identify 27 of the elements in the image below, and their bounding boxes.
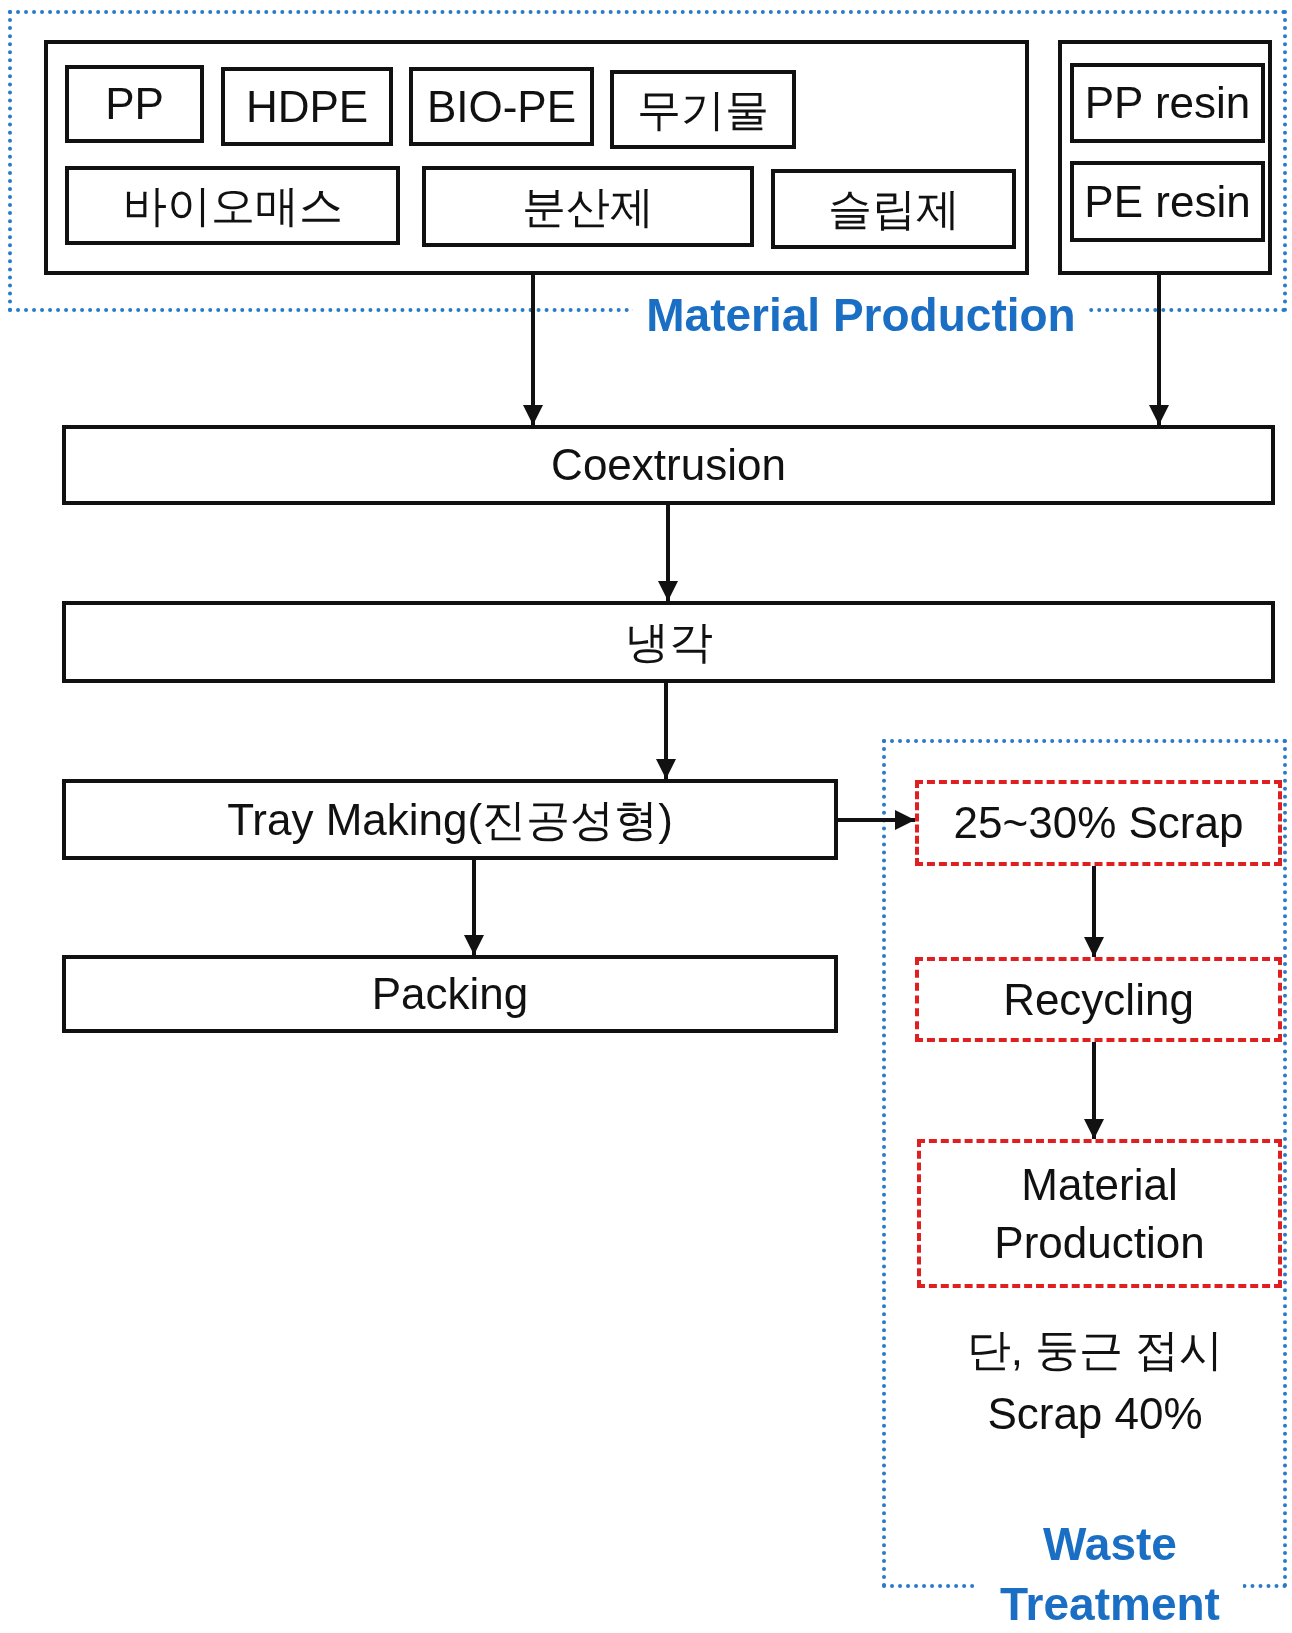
process-box: Packing xyxy=(62,955,838,1033)
process-box: 슬립제 xyxy=(771,169,1016,249)
process-box: HDPE xyxy=(221,67,393,146)
scrap-process-box: Recycling xyxy=(915,957,1282,1042)
process-box: Coextrusion xyxy=(62,425,1275,505)
process-box: PP xyxy=(65,65,204,143)
scrap-process-box: 25~30% Scrap xyxy=(915,780,1282,866)
process-box: PP resin xyxy=(1070,63,1265,143)
arrow xyxy=(523,275,543,425)
container-box xyxy=(44,40,1029,275)
arrow xyxy=(656,683,676,779)
arrow xyxy=(838,810,915,830)
arrow xyxy=(464,860,484,955)
arrow xyxy=(658,505,678,601)
process-box: PE resin xyxy=(1070,161,1265,242)
process-box: BIO-PE xyxy=(409,67,594,146)
container-box xyxy=(1058,40,1272,275)
arrow xyxy=(1149,275,1169,425)
process-box: 분산제 xyxy=(422,166,754,247)
process-box: 바이오매스 xyxy=(65,166,400,245)
arrow xyxy=(1084,866,1104,957)
scrap-process-box: Material Production xyxy=(917,1139,1282,1288)
process-box: Tray Making(진공성형) xyxy=(62,779,838,860)
process-box: 냉각 xyxy=(62,601,1275,683)
note-text: 단, 둥근 접시 Scrap 40% xyxy=(965,1324,1225,1440)
arrow xyxy=(1084,1042,1104,1139)
process-box: 무기물 xyxy=(610,70,796,149)
